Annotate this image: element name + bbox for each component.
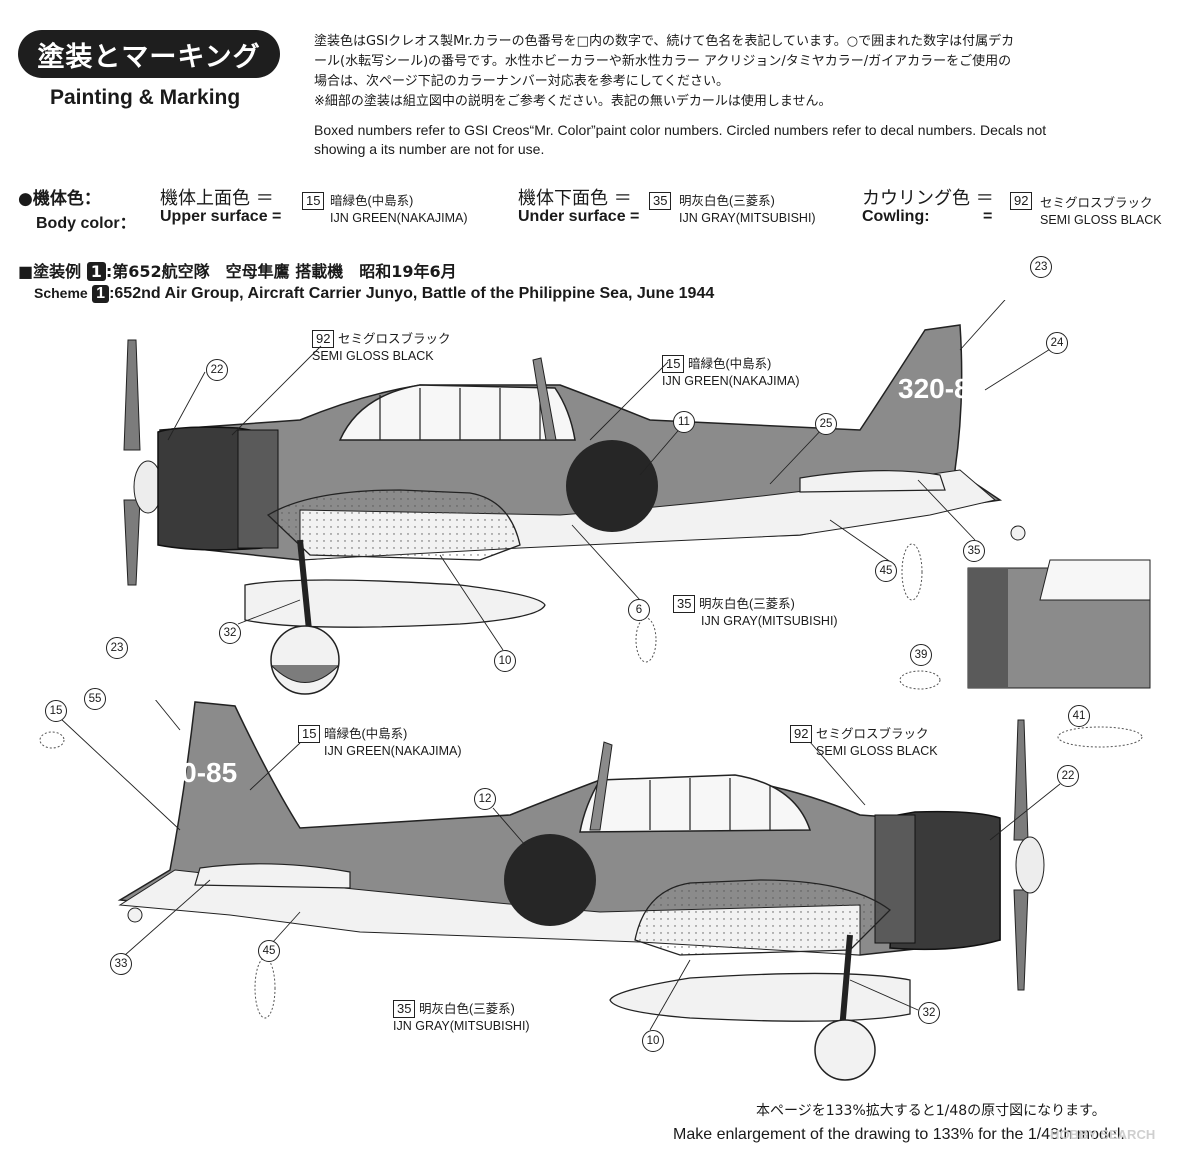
decal-number: 41	[1068, 705, 1090, 727]
cowling-jp: カウリング色 ＝	[862, 188, 994, 209]
callout-cowling-top: 92 セミグロスブラック SEMI GLOSS BLACK	[312, 330, 450, 365]
cowling-equals: =	[983, 208, 993, 225]
decal-number: 22	[206, 359, 228, 381]
callout-jp: 暗緑色(中島系)	[323, 727, 408, 741]
cowl-color-name-en: SEMI GLOSS BLACK	[1040, 213, 1162, 227]
callout-green-top: 15 暗緑色(中島系) IJN GREEN(NAKAJIMA)	[662, 355, 800, 390]
color-number: 35	[393, 1000, 416, 1018]
intro-text-jp: 塗装色はGSIクレオス製Mr.カラーの色番号を□内の数字で、続けて色名を表記して…	[314, 32, 1184, 112]
scheme-label-jp: ■塗装例	[18, 262, 82, 281]
intro-line: Boxed numbers refer to GSI Creos“Mr. Col…	[314, 122, 1047, 138]
under-color-number: 35	[649, 192, 672, 210]
intro-text-en: Boxed numbers refer to GSI Creos“Mr. Col…	[314, 121, 1184, 159]
decal-number: 32	[918, 1002, 940, 1024]
cowl-color-chip: 92	[1010, 190, 1033, 210]
callout-en: IJN GRAY(MITSUBISHI)	[701, 614, 838, 628]
callout-en: IJN GREEN(NAKAJIMA)	[662, 374, 800, 388]
decal-number: 25	[815, 413, 837, 435]
decal-number: 39	[910, 644, 932, 666]
upper-color-name-en: IJN GREEN(NAKAJIMA)	[330, 211, 468, 225]
color-number: 15	[298, 725, 321, 743]
color-number: 92	[790, 725, 813, 743]
scheme-number-badge: 1	[86, 262, 106, 281]
color-number: 92	[312, 330, 335, 348]
cowl-color-number: 92	[1010, 192, 1033, 210]
upper-surface-en: Upper surface =	[160, 208, 282, 225]
tail-number: 3	[965, 324, 979, 354]
decal-number: 24	[1046, 332, 1068, 354]
callout-en: SEMI GLOSS BLACK	[816, 744, 938, 758]
body-color-label-en: Body color：	[36, 215, 136, 232]
body-color-label-jp: ●機体色：	[18, 189, 101, 209]
scheme-number-badge: 1	[92, 285, 110, 303]
under-color-name-en: IJN GRAY(MITSUBISHI)	[679, 211, 816, 225]
upper-surface-jp: 機体上面色 ＝	[160, 188, 274, 209]
decal-number: 33	[110, 953, 132, 975]
callout-jp: 明灰白色(三菱系)	[418, 1002, 515, 1016]
decal-number: 22	[1057, 765, 1079, 787]
intro-line: ール(水転写シール)の番号です。水性ホビーカラーや新水性カラー アクリジョン/タ…	[314, 54, 1012, 69]
under-surface-en: Under surface =	[518, 208, 640, 225]
decal-number: 55	[84, 688, 106, 710]
callout-gray-bottom: 35 明灰白色(三菱系) IJN GRAY(MITSUBISHI)	[393, 1000, 530, 1035]
propeller	[123, 339, 163, 586]
color-number: 35	[673, 595, 696, 613]
scheme-desc-jp: :第652航空隊 空母隼鷹 搭載機 昭和19年6月	[105, 262, 457, 281]
footer-note-en: Make enlargement of the drawing to 133% …	[673, 1126, 1125, 1143]
decal-number: 32	[219, 622, 241, 644]
decal-number: 23	[1030, 256, 1052, 278]
cowling-en: Cowling:	[862, 208, 930, 225]
intro-line: 場合は、次ページ下記のカラーナンバー対応表を参考にしてください。	[314, 74, 729, 89]
color-number: 15	[662, 355, 685, 373]
scheme-label-en: Scheme	[34, 285, 88, 301]
callout-jp: 明灰白色(三菱系)	[698, 597, 795, 611]
decal-number: 10	[494, 650, 516, 672]
decal-number: 23	[106, 637, 128, 659]
callout-cowling-bottom: 92 セミグロスブラック SEMI GLOSS BLACK	[790, 725, 938, 760]
intro-line: showing a its number are not for use.	[314, 141, 545, 157]
decal-number: 35	[963, 540, 985, 562]
section-title-en: Painting & Marking	[50, 86, 241, 109]
aircraft-profile-left-side: 3 320-85	[123, 300, 1151, 695]
scheme-title-jp: ■塗装例 1:第652航空隊 空母隼鷹 搭載機 昭和19年6月	[18, 258, 457, 282]
upper-color-chip: 15	[302, 190, 325, 210]
decal-number: 15	[45, 700, 67, 722]
decal-number: 45	[875, 560, 897, 582]
upper-color-number: 15	[302, 192, 325, 210]
decal-number: 6	[628, 599, 650, 621]
callout-en: IJN GREEN(NAKAJIMA)	[324, 744, 462, 758]
intro-line: ※細部の塗装は組立図中の説明をご参考ください。表記の無いデカールは使用しません。	[314, 94, 832, 109]
under-surface-jp: 機体下面色 ＝	[518, 188, 632, 209]
callout-en: IJN GRAY(MITSUBISHI)	[393, 1019, 530, 1033]
scheme-desc-en: :652nd Air Group, Aircraft Carrier Junyo…	[109, 285, 715, 302]
tail-code-lower: 320-85	[150, 757, 237, 788]
section-title-jp: 塗装とマーキング	[37, 41, 261, 73]
callout-jp: セミグロスブラック	[815, 727, 929, 741]
callout-jp: セミグロスブラック	[337, 332, 451, 346]
watermark: HOBBY SEARCH	[1050, 1127, 1156, 1142]
decal-number: 11	[673, 411, 695, 433]
callout-green-bottom: 15 暗緑色(中島系) IJN GREEN(NAKAJIMA)	[298, 725, 462, 760]
tail-code: 320-85	[898, 373, 985, 404]
decal-number: 12	[474, 788, 496, 810]
intro-line: 塗装色はGSIクレオス製Mr.カラーの色番号を□内の数字で、続けて色名を表記して…	[314, 34, 1015, 49]
under-color-name-jp: 明灰白色(三菱系)	[679, 194, 775, 208]
scheme-title-en: Scheme 1:652nd Air Group, Aircraft Carri…	[34, 285, 714, 303]
under-color-chip: 35	[649, 190, 672, 210]
callout-gray-top: 35 明灰白色(三菱系) IJN GRAY(MITSUBISHI)	[673, 595, 838, 630]
section-title-badge: 塗装とマーキング	[18, 30, 280, 78]
upper-color-name-jp: 暗緑色(中島系)	[330, 194, 414, 208]
decal-number: 10	[642, 1030, 664, 1052]
callout-jp: 暗緑色(中島系)	[687, 357, 772, 371]
aircraft-profile-right-side: 3 320-85	[39, 700, 1143, 1081]
tail-number-lower: 3	[172, 703, 188, 734]
footer-note-jp: 本ページを133%拡大すると1/48の原寸図になります。	[756, 1103, 1106, 1119]
decal-number: 45	[258, 940, 280, 962]
callout-en: SEMI GLOSS BLACK	[312, 349, 434, 363]
cowl-color-name-jp: セミグロスブラック	[1040, 196, 1153, 210]
